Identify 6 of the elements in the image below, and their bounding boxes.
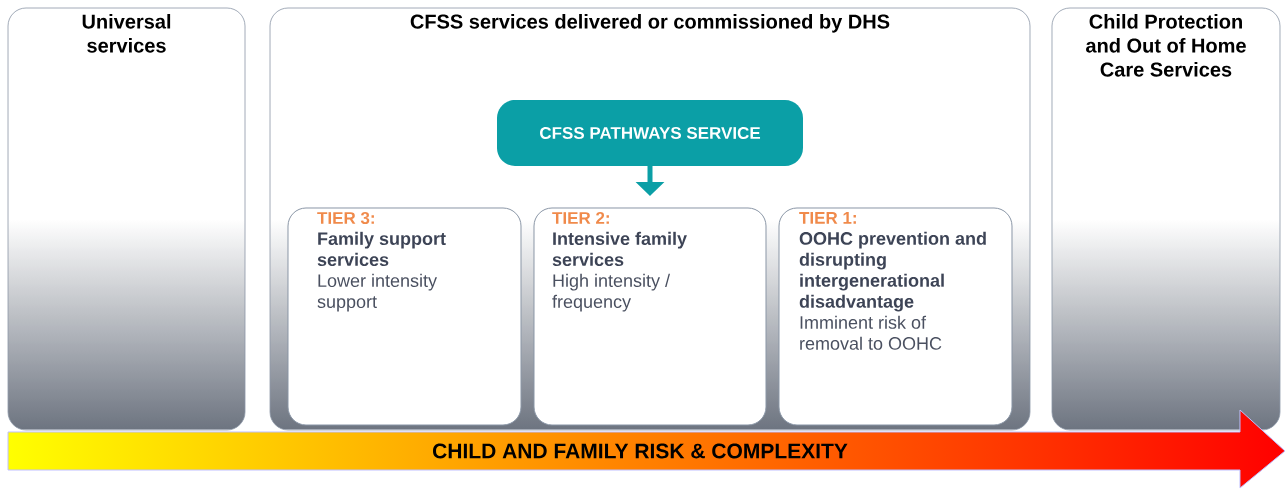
column-panel: Universal services xyxy=(7,7,246,431)
tier-box: TIER 2: Intensive family services High intensity / frequency xyxy=(533,207,767,426)
tier-box: TIER 1: OOHC prevention and disrupting intergenerational disadvantage Imminent risk of removal to OOHC xyxy=(778,207,1013,426)
column-panel: Child Protection and Out of Home Care Services xyxy=(1051,7,1281,431)
tier-box: TIER 3: Family support services Lower intensity support xyxy=(287,207,522,426)
service-box: CFSS PATHWAYS SERVICE xyxy=(497,100,803,166)
